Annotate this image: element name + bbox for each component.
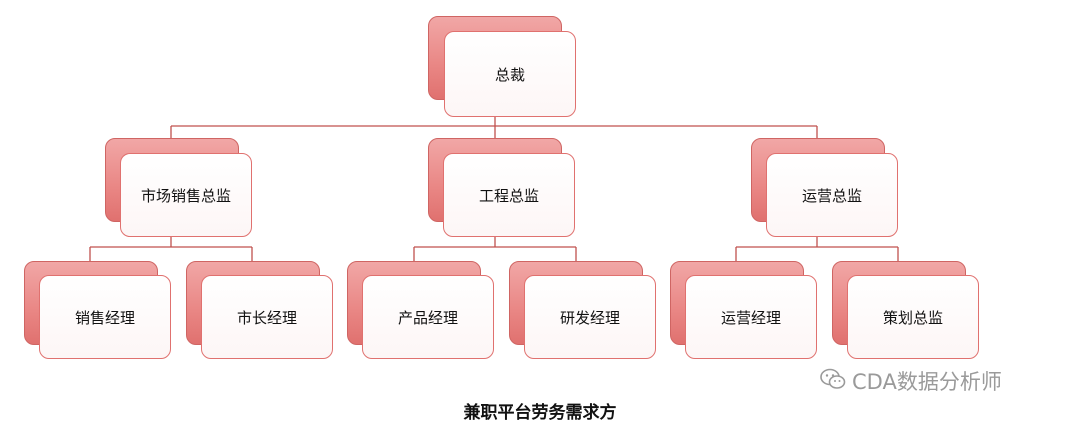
watermark-text: CDA数据分析师 bbox=[852, 370, 1002, 394]
wechat-icon bbox=[820, 368, 846, 395]
node-label: 策划总监 bbox=[847, 275, 979, 359]
node-label: 工程总监 bbox=[443, 153, 575, 237]
node-label: 研发经理 bbox=[524, 275, 656, 359]
watermark: CDA数据分析师 bbox=[820, 366, 1002, 396]
node-label: 运营总监 bbox=[766, 153, 898, 237]
node-label: 销售经理 bbox=[39, 275, 171, 359]
figure-caption: 兼职平台劳务需求方 bbox=[463, 403, 617, 423]
node-label: 运营经理 bbox=[685, 275, 817, 359]
node-label: 产品经理 bbox=[362, 275, 494, 359]
node-label: 市场销售总监 bbox=[120, 153, 252, 237]
node-label: 市长经理 bbox=[201, 275, 333, 359]
node-label: 总裁 bbox=[444, 31, 576, 117]
